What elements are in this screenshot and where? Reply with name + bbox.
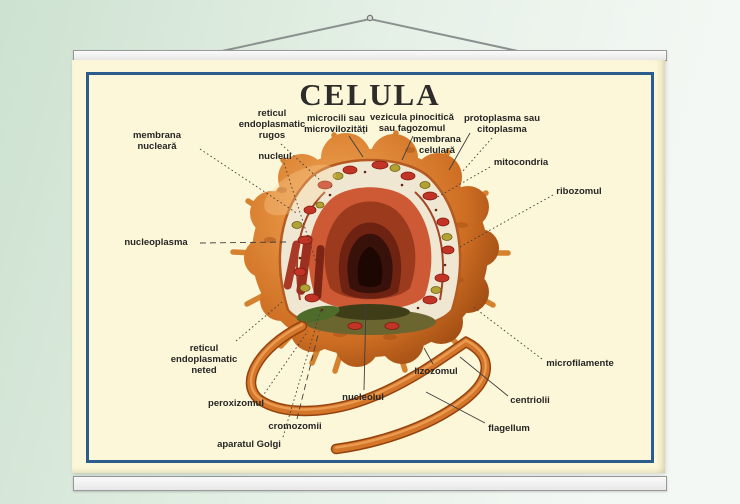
- label-line: protoplasma sau: [463, 113, 541, 124]
- leader-nucleul: [283, 162, 317, 263]
- leader-membrana-nucleara: [199, 148, 299, 215]
- label-ribozomul: ribozomul: [556, 186, 601, 197]
- label-line: sau fagozomul: [378, 123, 446, 134]
- label-line: ribozomul: [556, 186, 602, 197]
- leader-reticul-endoplasmatic-rugos: [280, 143, 321, 181]
- leader-lizozomul: [423, 347, 434, 365]
- label-line: cromozomii: [268, 421, 322, 432]
- label-line: reticul: [189, 343, 219, 354]
- golgi-floor: [296, 304, 436, 335]
- label-line: citoplasma: [477, 124, 527, 135]
- label-nucleul: nucleul: [258, 151, 291, 162]
- leader-aparatul-golgi: [282, 308, 322, 438]
- flagellum-tail: [245, 320, 491, 455]
- label-line: reticul: [257, 108, 287, 119]
- leader-microfilamente: [471, 305, 543, 360]
- label-centriolii: centriolii: [510, 395, 550, 406]
- label-line: microcili sau: [306, 113, 366, 124]
- label-line: rugos: [258, 130, 286, 141]
- label-line: microvilozități: [304, 124, 368, 135]
- label-line: microfilamente: [546, 358, 614, 369]
- label-aparatul-golgi: aparatul Golgi: [217, 439, 281, 450]
- membrane-highlight: [264, 164, 336, 216]
- label-line: membrana: [132, 130, 182, 141]
- label-line: centriolii: [510, 395, 550, 406]
- label-line: lizozomul: [414, 366, 458, 377]
- leader-centriolii: [459, 356, 509, 397]
- organelles-red: [293, 160, 455, 330]
- page-title: CELULA: [299, 77, 441, 112]
- label-line: mitocondria: [493, 157, 549, 168]
- label-line: celulară: [419, 145, 455, 156]
- leader-reticul-endoplasmatic-neted: [235, 301, 283, 342]
- leader-microcili-sau-microvilozitati: [348, 135, 364, 158]
- label-line: neted: [191, 365, 217, 376]
- label-flagellum: flagellum: [488, 423, 530, 434]
- label-mitocondria: mitocondria: [494, 157, 548, 168]
- leader-ribozomul: [457, 194, 554, 249]
- leader-flagellum: [425, 391, 486, 424]
- nucleus-deep: [357, 246, 383, 287]
- label-microfilamente: microfilamente: [546, 358, 614, 369]
- label-lizozomul: lizozomul: [414, 366, 457, 377]
- label-line: nucleolul: [342, 392, 384, 403]
- poster-border: [86, 72, 654, 463]
- label-nucleoplasma: nucleoplasma: [124, 237, 187, 248]
- leader-mitocondria: [433, 166, 491, 200]
- label-nucleolul: nucleolul: [342, 392, 384, 403]
- label-line: endoplasmatic: [238, 119, 306, 130]
- label-line: flagellum: [488, 423, 530, 434]
- leader-protoplasma-sau-citoplasma: [461, 137, 493, 173]
- leader-nucleolul: [363, 303, 367, 391]
- leader-membrana-celulara: [448, 132, 471, 171]
- label-line: endoplasmatic: [170, 354, 238, 365]
- er-columns: [283, 235, 325, 300]
- leader-nucleoplasma: [199, 241, 288, 244]
- label-line: nucleul: [258, 151, 292, 162]
- leader-cromozomii: [296, 330, 320, 420]
- leader-vezicula-pinocitica-sau-fagozomul: [401, 135, 414, 161]
- label-cromozomii: cromozomii: [268, 421, 321, 432]
- label-line: nucleară: [137, 141, 177, 152]
- label-line: membrana: [412, 134, 462, 145]
- hanger-ring-icon: [366, 14, 374, 22]
- label-line: vezicula pinocitică: [370, 112, 454, 123]
- organelles-olive: [291, 164, 453, 294]
- label-peroxizomul: peroxizomul: [208, 398, 264, 409]
- organelle-dots: [298, 170, 447, 312]
- leader-peroxizomul: [261, 330, 309, 398]
- bottom-rail: [73, 476, 667, 491]
- label-line: nucleoplasma: [124, 237, 188, 248]
- label-line: aparatul Golgi: [217, 439, 281, 450]
- label-line: peroxizomul: [208, 398, 264, 409]
